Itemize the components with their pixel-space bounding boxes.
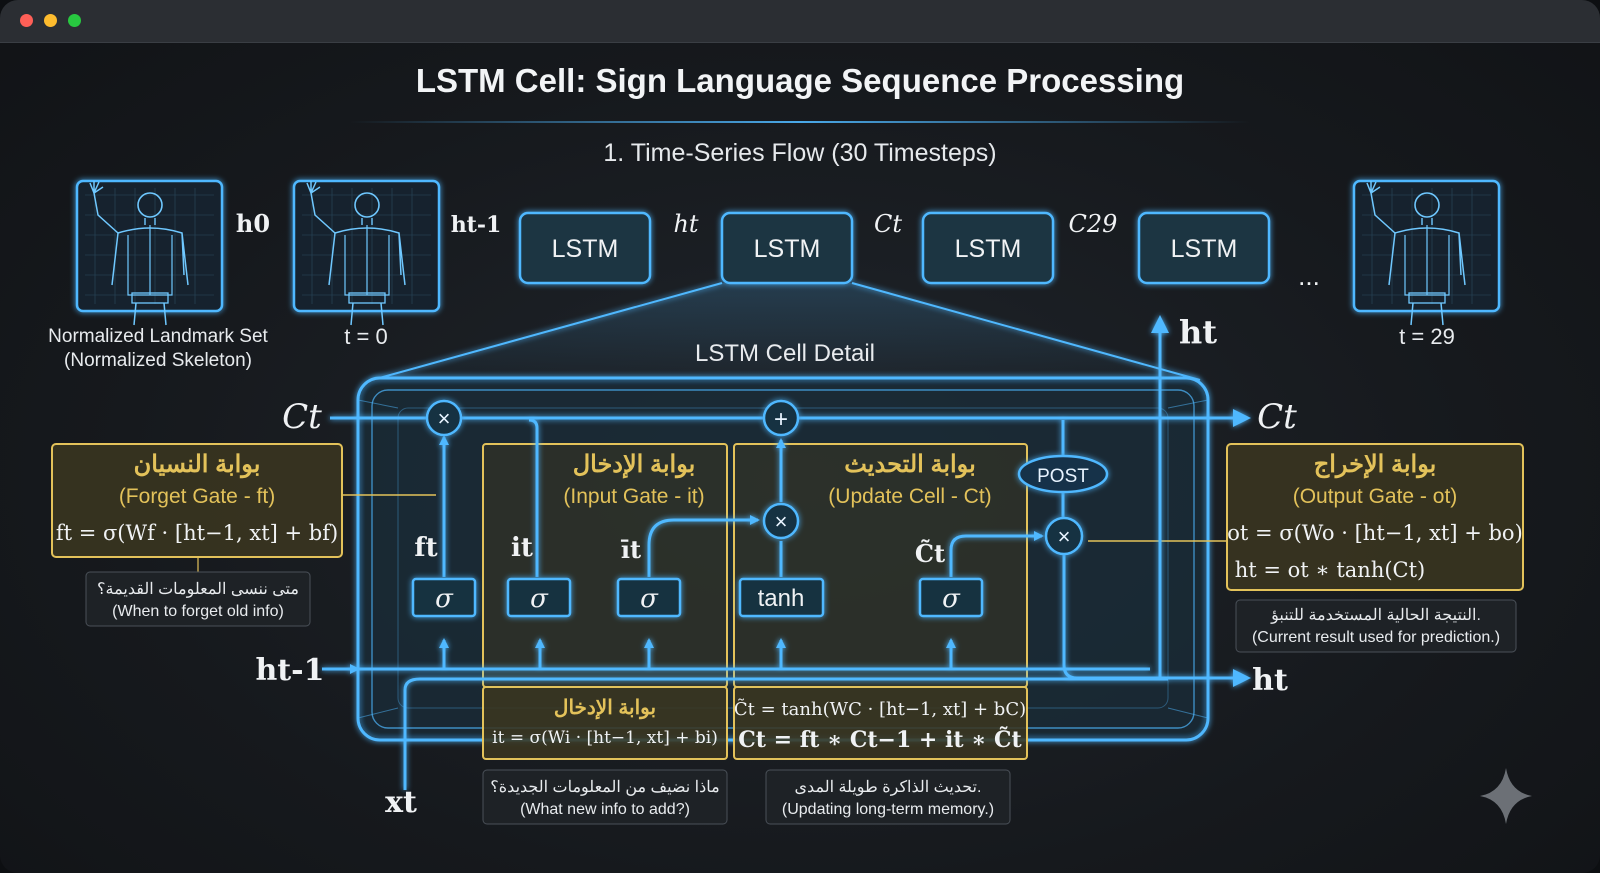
- update-title-ar: بوابة التحديث: [844, 451, 976, 479]
- sigma-output-box: [918, 577, 984, 618]
- svg-text:النتيجة الحالية المستخدمة للتن: النتيجة الحالية المستخدمة للتنبؤ.: [1270, 607, 1481, 624]
- timeline-ellipsis: ...: [1298, 261, 1320, 291]
- cell-flow-lines: [322, 315, 1251, 790]
- lstm-block-1: [518, 211, 652, 285]
- h-out-top-label: ht: [1179, 313, 1217, 351]
- frame-t29: [1352, 179, 1501, 326]
- svg-text:+: +: [774, 406, 788, 433]
- label-h0: h0: [236, 209, 270, 238]
- x-in-label: xt: [385, 785, 417, 820]
- output-equation-1: ot = σ(Wo · [ht−1, xt] + bo): [1227, 521, 1523, 545]
- note-input: ماذا نضيف من المعلومات الجديدة؟ (What ne…: [482, 769, 728, 825]
- input-title-en: (Input Gate - it): [563, 485, 704, 508]
- sigma-forget-label: σ: [435, 584, 454, 614]
- forget-title-en: (Forget Gate - ft): [119, 485, 275, 508]
- window-titlebar: [0, 0, 1600, 43]
- frame-start: [75, 179, 224, 326]
- maximize-button[interactable]: [68, 14, 81, 27]
- frame-t0-caption: t = 0: [344, 324, 387, 349]
- frame-t29-caption: t = 29: [1399, 324, 1455, 349]
- close-button[interactable]: [20, 14, 33, 27]
- frame-t0: [292, 179, 441, 326]
- c-in-label: Ct: [282, 397, 322, 437]
- output-equation-2: ht = ot ∗ tanh(Ct): [1235, 558, 1426, 582]
- label-ct: Ct: [874, 210, 902, 238]
- update-eq-panel: [733, 686, 1028, 760]
- update-title-en: (Update Cell - Ct): [828, 485, 991, 508]
- svg-text:(Updating long-term memory.): (Updating long-term memory.): [782, 801, 994, 818]
- label-ht: ht: [673, 210, 698, 238]
- tanh-box: [738, 577, 825, 618]
- post-node: POST: [1017, 454, 1109, 494]
- sigma-input-box: [506, 577, 572, 618]
- label-ht-1: ht-1: [451, 212, 502, 238]
- svg-text:POST: POST: [1037, 466, 1089, 487]
- svg-text:(What new info to add?): (What new info to add?): [520, 801, 690, 818]
- sigma-forget-box: [411, 577, 477, 618]
- svg-text:(Current result used for predi: (Current result used for prediction.): [1252, 629, 1500, 646]
- zoom-projection-edges: [371, 282, 1201, 381]
- op-multiply-input: ×: [762, 502, 800, 540]
- update-equation-2: Ct = ft ∗ Ct−1 + it ∗ C̃t: [738, 727, 1022, 753]
- minimize-button[interactable]: [44, 14, 57, 27]
- page-title: LSTM Cell: Sign Language Sequence Proces…: [415, 62, 1185, 99]
- lstm-block-3-label: LSTM: [955, 235, 1022, 263]
- output-title-en: (Output Gate - ot): [1293, 485, 1458, 508]
- note-forget: متى ننسى المعلومات القديمة؟ (When to for…: [85, 571, 311, 627]
- update-equation-1: C̃t = tanh(WC · [ht−1, xt] + bC): [734, 698, 1026, 720]
- tanh-label: tanh: [758, 585, 805, 612]
- output-gate-panel: [1226, 443, 1524, 591]
- section-subtitle: 1. Time-Series Flow (30 Timesteps): [603, 139, 997, 167]
- svg-text:×: ×: [775, 509, 788, 534]
- svg-text:متى ننسى المعلومات القديمة؟: متى ننسى المعلومات القديمة؟: [97, 581, 299, 598]
- sigma-output-label: σ: [942, 584, 961, 614]
- gate-label-f: ft: [414, 533, 437, 563]
- lstm-block-3: [921, 211, 1055, 285]
- op-add: +: [762, 399, 800, 437]
- gate-label-ctilde: C̃t: [915, 539, 945, 568]
- c-out-label: Ct: [1257, 397, 1297, 437]
- op-multiply-output: ×: [1044, 516, 1084, 556]
- forget-equation: ft = σ(Wf · [ht−1, xt] + bf): [56, 521, 338, 545]
- note-output: النتيجة الحالية المستخدمة للتنبؤ. (Curre…: [1235, 599, 1517, 653]
- input-title-ar: بوابة الإدخال: [573, 451, 696, 479]
- title-divider: [350, 121, 1250, 123]
- frame-start-caption-1: Normalized Landmark Set: [48, 326, 268, 347]
- h-out-right-label: ht: [1252, 663, 1288, 698]
- h-in-label: ht-1: [256, 653, 325, 688]
- lstm-block-2-label: LSTM: [754, 235, 821, 263]
- svg-text:×: ×: [438, 406, 451, 431]
- forget-title-ar: بوابة النسيان: [134, 451, 261, 479]
- gate-label-ibar: īt: [621, 535, 641, 564]
- svg-text:ماذا نضيف من المعلومات الجديدة: ماذا نضيف من المعلومات الجديدة؟: [490, 779, 719, 796]
- input-eq-title-ar: بوابة الإدخال: [554, 697, 656, 720]
- input-eq-panel: [482, 686, 728, 760]
- gold-panels: [51, 443, 1524, 760]
- sigma-ibar-label: σ: [640, 584, 659, 614]
- svg-text:تحديث الذاكرة طويلة المدى.: تحديث الذاكرة طويلة المدى.: [795, 779, 982, 796]
- lstm-block-4: [1137, 211, 1271, 285]
- gate-label-i: it: [511, 533, 533, 563]
- frame-start-caption-2: (Normalized Skeleton): [64, 350, 252, 371]
- op-multiply-forget: ×: [425, 399, 463, 437]
- svg-text:(When to forget old info): (When to forget old info): [112, 603, 284, 620]
- sigma-input-label: σ: [530, 584, 549, 614]
- lstm-block-1-label: LSTM: [552, 235, 619, 263]
- zoom-projection: [372, 283, 1200, 380]
- forget-gate-panel: [51, 443, 343, 558]
- input-gate-panel: [482, 443, 728, 688]
- svg-text:×: ×: [1058, 524, 1071, 549]
- sparkle-icon: [1480, 768, 1532, 824]
- note-update: تحديث الذاكرة طويلة المدى. (Updating lon…: [765, 769, 1011, 825]
- sigma-ibar-box: [616, 577, 682, 618]
- cell-title: LSTM Cell Detail: [695, 340, 875, 367]
- output-title-ar: بوابة الإخراج: [1314, 451, 1437, 479]
- label-c29: C29: [1069, 210, 1118, 238]
- update-gate-panel: [733, 443, 1028, 688]
- input-equation: it = σ(Wi · [ht−1, xt] + bi): [492, 728, 718, 748]
- lstm-block-4-label: LSTM: [1171, 235, 1238, 263]
